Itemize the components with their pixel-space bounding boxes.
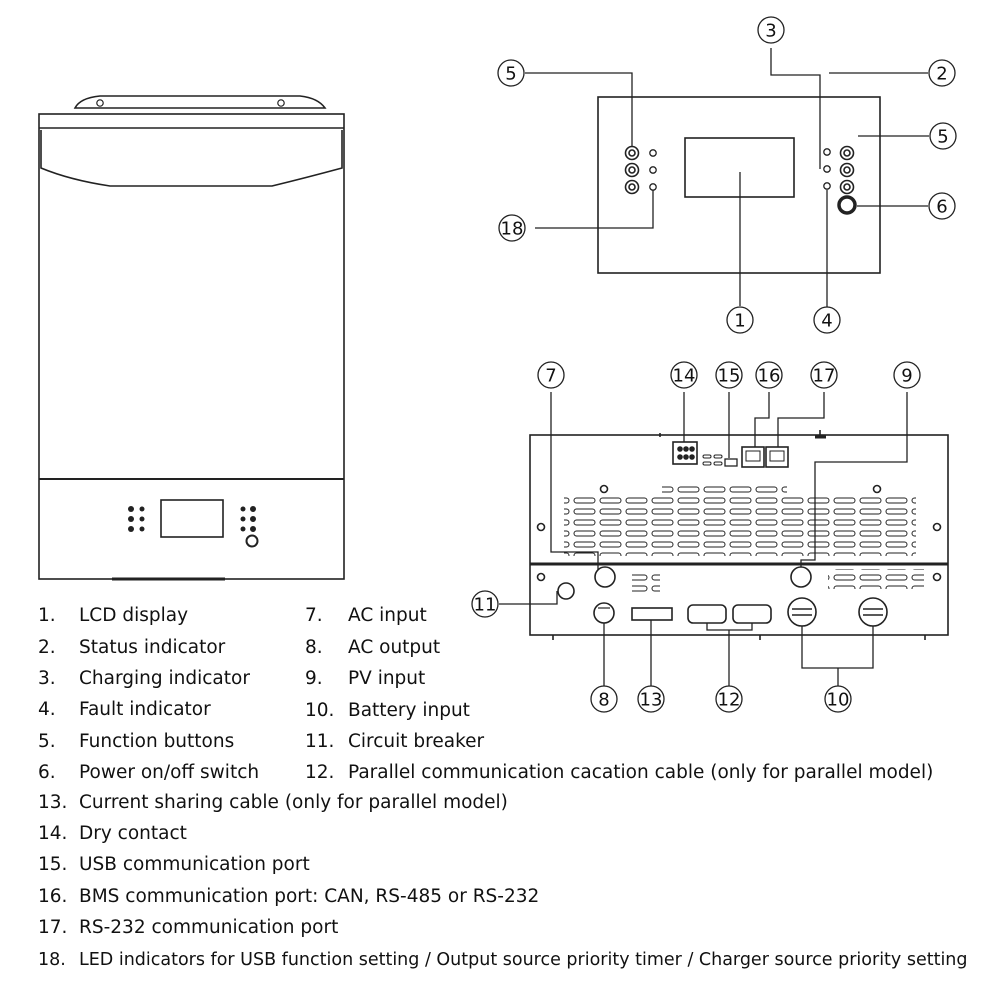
callout-labels: 3 5 2 5 6 18 1 4 7 14 15 16 17 9 11 8 13… (474, 21, 949, 711)
callout-14: 14 (673, 366, 696, 387)
callout-3: 3 (765, 21, 776, 42)
callout-2: 2 (936, 64, 947, 85)
callout-markers (471, 16, 957, 713)
callout-6: 6 (936, 197, 947, 218)
callout-18: 18 (501, 219, 524, 240)
control-panel-closeup (597, 96, 881, 274)
callout-4: 4 (821, 311, 832, 332)
callout-12: 12 (718, 690, 741, 711)
callout-1: 1 (734, 311, 745, 332)
inverter-bottom-view (529, 430, 949, 640)
callout-7: 7 (545, 366, 556, 387)
front-panel-buttons (128, 506, 259, 548)
callout-15: 15 (718, 366, 741, 387)
leader-lines (499, 48, 929, 686)
callout-5-left: 5 (505, 64, 516, 85)
callout-9: 9 (901, 366, 912, 387)
callout-5-right: 5 (937, 127, 948, 148)
callout-11: 11 (474, 595, 497, 616)
callout-13: 13 (640, 690, 663, 711)
callout-8: 8 (598, 690, 609, 711)
callout-10: 10 (827, 690, 850, 711)
callout-16: 16 (758, 366, 781, 387)
callout-17: 17 (813, 366, 836, 387)
inverter-front-view (38, 95, 345, 581)
